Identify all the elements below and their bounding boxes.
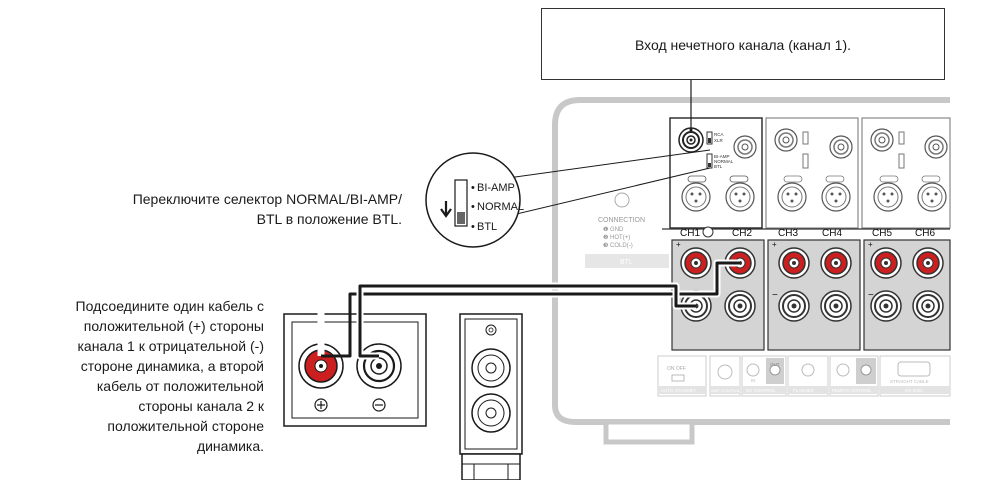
cable-instruction-line: стороны канала 2 к (138, 398, 264, 414)
selector-instruction: Переключите селектор NORMAL/BI-AMP/ BTL … (20, 189, 402, 229)
bottom-label: FLASHER (793, 388, 815, 393)
svg-text:+: + (868, 240, 873, 249)
channel-label-ch6: CH6 (915, 228, 935, 239)
connection-title: CONNECTION (598, 217, 645, 224)
rca-input-ch2 (733, 135, 757, 159)
receiver-foot (603, 419, 695, 445)
cable-ch1-positive (358, 284, 696, 358)
bottom-label: RS-232C (905, 388, 924, 393)
selector-instruction-line: Переключите селектор NORMAL/BI-AMP/ (132, 191, 402, 207)
svg-text:•: • (471, 182, 475, 194)
callout-box: Вход нечетного канала (канал 1). (541, 8, 945, 80)
svg-text:RCA: RCA (714, 132, 724, 137)
cable-instruction-line: канала 1 к отрицательной (-) (77, 338, 264, 354)
cable-instruction-line: динамика. (196, 438, 264, 454)
terminal-ch3-positive (778, 247, 810, 279)
terminal-ch3-negative (778, 290, 810, 322)
selector-arrow (440, 201, 452, 218)
cable-ch2-positive (321, 261, 740, 358)
rca-input-ch3 (774, 128, 798, 152)
terminal-ch5-positive (870, 247, 902, 279)
btl-label-bar (585, 254, 669, 268)
cable-instruction-line: стороне динамика, а второй (80, 358, 264, 374)
terminal-ch5-negative (870, 290, 902, 322)
channel-label-ch4: CH4 (822, 228, 842, 239)
zoom-line-bottom (507, 167, 711, 217)
terminal-ch6-positive (912, 247, 944, 279)
io-label: IN (751, 378, 756, 383)
channel-label-ch2: CH2 (732, 228, 752, 239)
selector-zoom-bubble (425, 152, 521, 248)
channel-label-ch1: CH1 (680, 228, 700, 239)
bottom-label: AUTO STANDBY (661, 388, 696, 393)
svg-text:BTL: BTL (714, 164, 723, 169)
rca-input-ch4 (829, 135, 853, 159)
xlr-input-ch5 (873, 182, 903, 212)
connection-item: ❶ GND (603, 226, 624, 233)
channel-label-ch5: CH5 (872, 228, 892, 239)
cable-instruction-line: Подсоедините один кабель с (75, 298, 264, 314)
xlr-input-ch4 (821, 182, 851, 212)
cable-instruction-line: положительной стороне (107, 418, 264, 434)
rca-input-ch6 (924, 135, 948, 159)
io-label: OUT (770, 362, 780, 367)
connection-item: ❷ HOT(+) (603, 234, 630, 241)
svg-text:•: • (471, 221, 475, 233)
svg-text:−: − (772, 290, 778, 301)
svg-text:•: • (471, 201, 475, 213)
selector-knob (457, 212, 465, 224)
xlr-input-ch2 (725, 182, 755, 212)
selector-option-biamp: BI-AMP (477, 182, 515, 194)
xlr-input-ch3 (777, 182, 807, 212)
terminal-ch4-negative (820, 290, 852, 322)
cable-instruction: Подсоедините один кабель с положительной… (0, 296, 264, 456)
svg-text:XLR: XLR (714, 138, 724, 143)
svg-text:NORMAL: NORMAL (714, 159, 734, 164)
bottom-label: REMOTE CONTROL (832, 388, 872, 393)
zoom-line-top (507, 149, 711, 179)
channel-label-ch3: CH3 (778, 228, 798, 239)
bottom-label: DC CONTROL (746, 388, 776, 393)
connection-item: ❸ COLD(-) (603, 242, 633, 249)
cable-instruction-line: положительной (+) стороны (83, 318, 264, 334)
selector-instruction-line: BTL в положение BTL. (256, 211, 402, 227)
bottom-label: AMP CONTROL (711, 388, 741, 393)
svg-text:+: + (676, 240, 681, 249)
svg-text:−: − (868, 290, 874, 301)
xlr-input-ch1 (681, 182, 711, 212)
speaker-stand (461, 453, 521, 480)
terminal-ch6-negative (912, 290, 944, 322)
btl-label: BTL (620, 259, 633, 266)
xlr-input-ch6 (917, 182, 947, 212)
terminal-ch2-negative (724, 290, 756, 322)
terminal-ch1-positive (680, 247, 712, 279)
on-off-label: ON OFF (667, 366, 686, 372)
terminal-ch4-positive (820, 247, 852, 279)
svg-text:BI-AMP: BI-AMP (714, 154, 730, 159)
rca-input-ch5 (870, 128, 894, 152)
svg-text:+: + (772, 240, 777, 249)
selector-option-normal: NORMAL (477, 201, 524, 213)
callout-text: Вход нечетного канала (канал 1). (634, 37, 851, 53)
cable-instruction-line: кабель от положительной (96, 378, 264, 394)
straight-cable-label: STRAIGHT CABLE (890, 379, 929, 384)
selector-option-btl: BTL (477, 221, 497, 233)
